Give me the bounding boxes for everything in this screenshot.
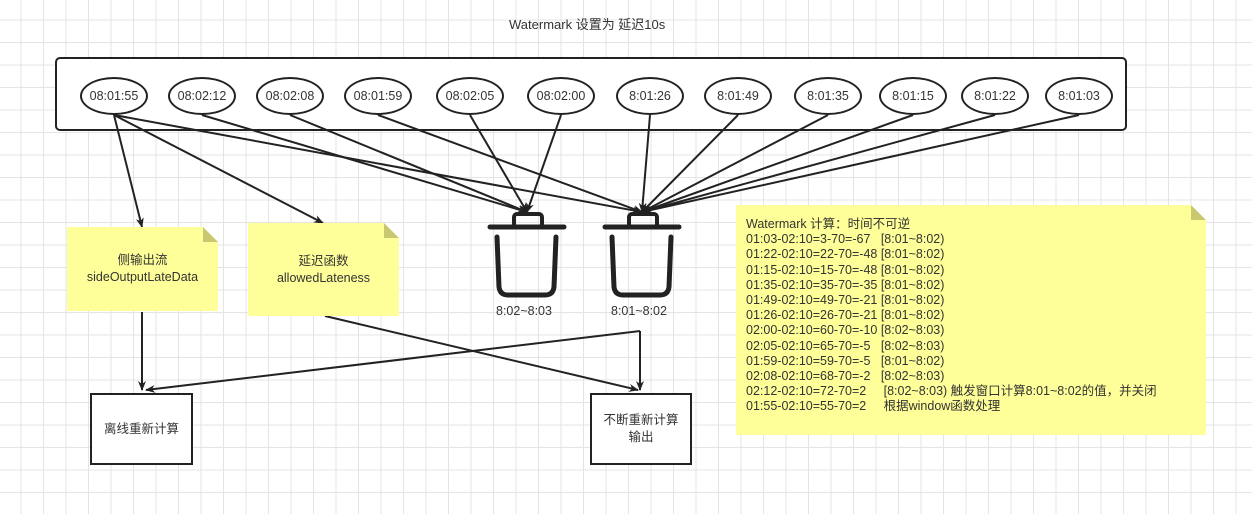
trash-icon (602, 212, 682, 298)
arrow-lateness-to-continuous (324, 315, 639, 392)
note-fold (384, 223, 399, 238)
arrow-event-to-window (641, 114, 1080, 214)
event-node: 08:02:00 (527, 77, 595, 115)
event-timestamp: 8:01:15 (892, 89, 934, 103)
event-timestamp: 08:02:00 (536, 89, 586, 103)
calc-row: 02:05-02:10=65-70=-5 [8:02~8:03) (746, 338, 945, 353)
box-label: 离线重新计算 (103, 421, 179, 436)
calc-row: 02:12-02:10=72-70=2 [8:02~8:03) 触发窗口计算8:… (746, 384, 1157, 399)
arrow-event-to-window (641, 114, 739, 213)
arrow-event-to-side-output (113, 114, 144, 228)
arrow-event-to-window (469, 114, 528, 213)
trash-icon (487, 212, 567, 298)
diagram-title: Watermark 设置为 延迟10s (509, 17, 666, 32)
arrow-event-to-window (201, 114, 528, 214)
arrow-event-to-window (641, 114, 996, 214)
event-timestamp: 08:02:05 (445, 89, 495, 103)
arrow-event-to-window (641, 114, 914, 213)
calc-row: 02:00-02:10=60-70=-10 [8:02~8:03) (746, 323, 945, 338)
note-fold (1191, 205, 1206, 220)
note-watermark-calculation: Watermark 计算：时间不可逆 01:03-02:10=3-70=-67 … (736, 205, 1206, 435)
event-timestamp: 08:01:55 (89, 89, 139, 103)
note-line: 侧输出流 (117, 253, 168, 267)
calc-row: 01:15-02:10=15-70=-48 [8:01~8:02) (746, 262, 945, 277)
event-timestamp: 8:01:03 (1058, 89, 1100, 103)
event-timestamp: 8:01:35 (807, 89, 849, 103)
event-timestamp: 08:01:59 (353, 89, 403, 103)
event-node: 08:01:59 (344, 77, 412, 115)
event-node: 8:01:22 (961, 77, 1029, 115)
note-fold (203, 227, 218, 242)
event-timestamp: 8:01:22 (974, 89, 1016, 103)
event-node: 8:01:03 (1045, 77, 1113, 115)
arrow-event-to-window (526, 114, 562, 213)
event-timestamp: 8:01:49 (717, 89, 759, 103)
event-timestamp: 8:01:26 (629, 89, 671, 103)
arrow-event-to-window (638, 114, 651, 213)
arrow-event-to-window (289, 114, 528, 213)
arrow-event-to-window (641, 114, 829, 213)
arrow-event-to-window (113, 114, 643, 215)
calc-row: 01:49-02:10=49-70=-21 [8:01~8:02) (746, 293, 945, 308)
note-side-output: 侧输出流 sideOutputLateData (67, 227, 218, 311)
event-node: 08:01:55 (80, 77, 148, 115)
note-line: sideOutputLateData (86, 270, 199, 284)
event-node: 8:01:15 (879, 77, 947, 115)
event-node: 8:01:49 (704, 77, 772, 115)
calc-row: 01:59-02:10=59-70=-5 [8:01~8:02) (746, 353, 945, 368)
note-line: allowedLateness (276, 270, 371, 285)
calc-header: Watermark 计算：时间不可逆 (746, 217, 911, 231)
arrow-event-to-window (377, 114, 643, 213)
box-label: 输出 (628, 430, 654, 444)
box-continuous-recompute: 不断重新计算 输出 (590, 393, 692, 465)
note-allowed-lateness: 延迟函数 allowedLateness (248, 223, 399, 316)
calc-row: 01:26-02:10=26-70=-21 [8:01~8:02) (746, 308, 945, 323)
event-node: 8:01:26 (616, 77, 684, 115)
event-timestamp: 08:02:12 (177, 89, 227, 103)
calc-row: 01:22-02:10=22-70=-48 [8:01~8:02) (746, 247, 945, 262)
event-node: 08:02:05 (436, 77, 504, 115)
calc-row: 02:08-02:10=68-70=-2 [8:02~8:03) (746, 369, 945, 384)
box-offline-recompute: 离线重新计算 (90, 393, 193, 465)
arrow-event-to-lateness (113, 114, 324, 224)
arrow-bucket-to-offline (145, 330, 641, 393)
event-node: 8:01:35 (794, 77, 862, 115)
event-node: 08:02:12 (168, 77, 236, 115)
box-label: 不断重新计算 (603, 413, 679, 427)
note-line: 延迟函数 (298, 253, 349, 268)
event-node: 08:02:08 (256, 77, 324, 115)
bucket-label: 8:02~8:03 (496, 304, 552, 318)
bucket-label: 8:01~8:02 (611, 304, 667, 318)
calc-row: 01:35-02:10=35-70=-35 [8:01~8:02) (746, 277, 945, 292)
calc-row: 01:03-02:10=3-70=-67 [8:01~8:02) (746, 232, 945, 247)
event-timestamp: 08:02:08 (265, 89, 315, 103)
calc-row: 01:55-02:10=55-70=2 根据window函数处理 (746, 399, 1001, 414)
